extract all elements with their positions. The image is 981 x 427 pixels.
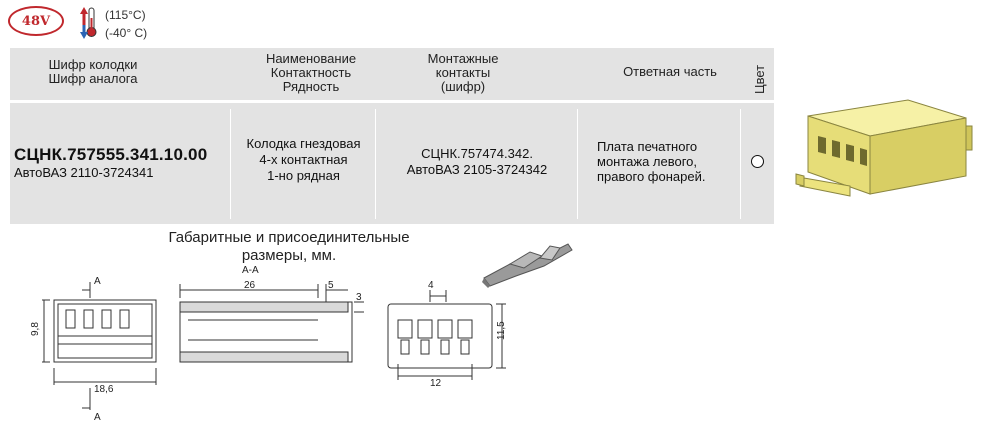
column-divider: [740, 109, 741, 219]
dim-pitch: 4: [428, 280, 434, 291]
connector-render: [795, 99, 973, 197]
side-section-drawing: 26 5 3: [179, 280, 364, 363]
end-view-drawing: 4 12 11,5: [387, 280, 507, 389]
connector-code: СЦНК.757555.341.10.00: [14, 145, 208, 164]
connector-description: Колодка гнездовая 4-х контактная 1-но ря…: [246, 136, 361, 183]
column-divider: [577, 109, 578, 219]
dim-span: 12: [430, 378, 442, 389]
header-contacts: Монтажные контакты (шифр): [427, 51, 499, 94]
connector-analog: АвтоВАЗ 2110-3724341: [14, 165, 154, 180]
section-mark-top: А: [94, 276, 101, 287]
column-divider: [230, 109, 231, 219]
mating-part: Плата печатного монтажа левого, правого …: [597, 139, 706, 184]
section-mark-bottom: А: [94, 412, 101, 422]
color-swatch: [751, 155, 764, 168]
table-header: Шифр колодки Шифр аналога Наименование К…: [10, 48, 774, 100]
mounting-contacts: СЦНК.757474.342. АвтоВАЗ 2105-3724342: [406, 146, 548, 177]
drawing-caption: Габаритные и присоединительные размеры, …: [168, 229, 410, 264]
dim-tab-side: 5: [328, 280, 334, 291]
dim-height-end: 11,5: [496, 321, 507, 340]
voltage-label: 48V: [21, 13, 51, 29]
thermometer-icon: [80, 7, 97, 39]
terminal-contact-image: [482, 243, 573, 288]
dim-tab-height: 3: [356, 292, 362, 303]
voltage-badge: 48V: [8, 6, 64, 36]
dim-length-side: 26: [244, 280, 256, 291]
header-code: Шифр колодки Шифр аналога: [48, 57, 138, 86]
column-divider: [375, 109, 376, 219]
section-label: А-А: [242, 265, 259, 276]
table-row: СЦНК.757555.341.10.00 АвтоВАЗ 2110-37243…: [10, 103, 774, 224]
header-name: Наименование Контактность Рядность: [265, 51, 357, 94]
header-mate: Ответная часть: [623, 64, 717, 79]
temp-low: (-40° C): [105, 26, 148, 40]
temp-high: (115°C): [105, 8, 146, 22]
dim-width-front: 18,6: [94, 384, 114, 395]
front-view-drawing: А А 18,6 9,8: [30, 276, 157, 422]
header-color: Цвет: [752, 64, 767, 94]
dim-height-front: 9,8: [30, 322, 41, 336]
temperature-range: (115°C) (-40° C): [105, 6, 147, 42]
